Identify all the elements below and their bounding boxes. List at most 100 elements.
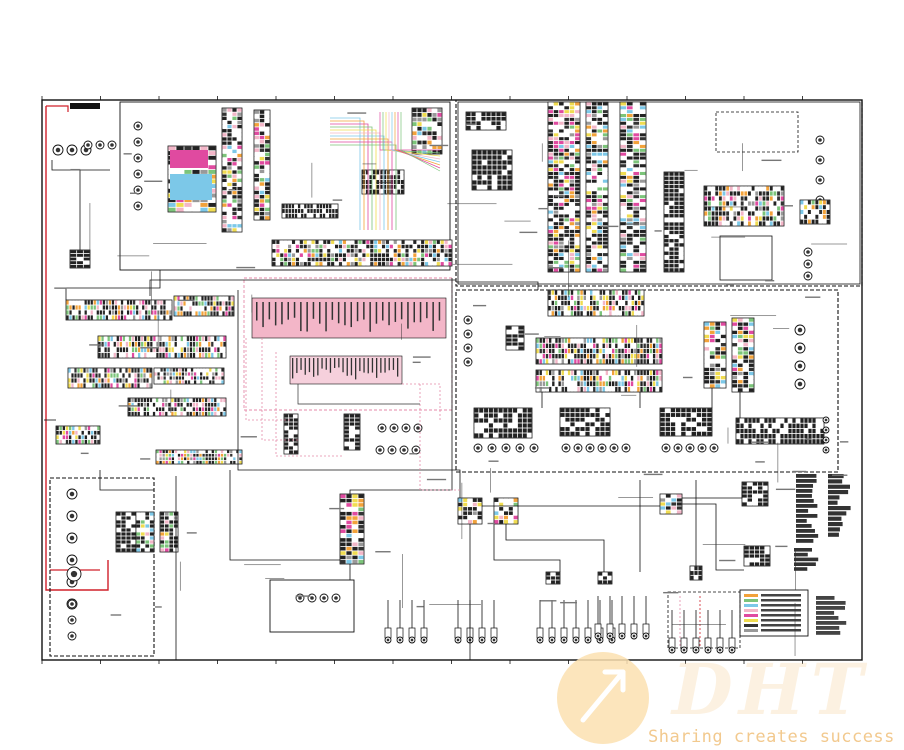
pin <box>709 343 715 347</box>
pin <box>796 418 800 423</box>
pin <box>553 106 559 110</box>
pin <box>559 187 564 191</box>
pin <box>56 426 59 431</box>
pin <box>372 175 376 180</box>
pin <box>69 305 72 310</box>
pin <box>569 148 575 152</box>
pin <box>355 438 360 442</box>
pin <box>815 200 819 205</box>
pin <box>740 206 744 211</box>
pin <box>815 219 819 224</box>
pin <box>676 506 682 510</box>
pin <box>497 185 502 190</box>
pin <box>355 446 360 450</box>
pin <box>620 256 627 261</box>
pin <box>599 354 602 359</box>
pin <box>133 310 136 315</box>
pin <box>205 341 208 347</box>
pin <box>307 262 311 266</box>
pin <box>772 434 776 439</box>
pin <box>493 418 498 423</box>
sensor <box>584 627 592 639</box>
connector-block <box>67 367 153 389</box>
pin <box>570 300 574 306</box>
pin <box>580 427 585 431</box>
pin <box>633 191 640 195</box>
component-symbol <box>818 178 822 182</box>
pin <box>117 300 121 305</box>
pin <box>174 336 177 342</box>
pin <box>561 338 564 343</box>
pin <box>232 186 237 191</box>
pin <box>618 386 621 392</box>
pin <box>649 381 653 387</box>
pin <box>737 330 743 335</box>
pin <box>130 310 133 315</box>
pin-label <box>376 358 378 378</box>
pin <box>558 306 561 311</box>
pin <box>198 306 201 311</box>
pin <box>553 218 559 222</box>
pin <box>620 156 627 160</box>
pin <box>474 413 479 418</box>
pin <box>218 376 221 380</box>
pin <box>634 386 637 392</box>
pin <box>649 386 653 392</box>
pin <box>743 363 749 367</box>
pin <box>612 348 615 354</box>
pin <box>591 256 597 261</box>
sensor <box>560 627 568 639</box>
pin <box>506 342 512 346</box>
pin <box>580 381 583 387</box>
pin <box>633 179 640 183</box>
pin <box>180 457 184 461</box>
pin <box>153 336 156 342</box>
pin <box>626 195 633 199</box>
pin <box>374 249 378 253</box>
pin <box>586 264 592 268</box>
component-symbol <box>718 648 722 652</box>
pin <box>119 378 122 383</box>
pin <box>580 386 583 392</box>
pin <box>92 373 95 378</box>
pin <box>564 110 569 114</box>
pin <box>704 201 708 206</box>
pin <box>737 347 743 351</box>
pin <box>542 375 546 381</box>
pin <box>744 558 749 562</box>
pin <box>169 512 174 516</box>
pin <box>559 214 564 218</box>
pin <box>633 214 640 218</box>
pin <box>152 398 156 403</box>
pin <box>265 118 270 123</box>
pin <box>405 257 409 262</box>
pin <box>138 336 141 342</box>
pin <box>676 427 681 431</box>
pin <box>586 117 592 121</box>
sensor <box>680 637 688 649</box>
pin <box>284 257 288 262</box>
pin <box>181 372 185 376</box>
pin <box>297 204 301 209</box>
pin <box>571 338 574 343</box>
pin <box>513 418 518 423</box>
pin <box>159 341 162 347</box>
pin <box>732 351 738 355</box>
connector-block <box>221 107 243 233</box>
pin <box>487 165 492 170</box>
pin <box>196 460 199 464</box>
pin <box>301 204 304 209</box>
pin <box>586 137 592 141</box>
pin <box>491 121 496 126</box>
pin <box>748 384 754 388</box>
pin <box>237 207 242 211</box>
pin <box>766 201 770 206</box>
connector-block <box>703 321 727 389</box>
caption-mark <box>412 361 421 364</box>
pin <box>477 507 482 511</box>
pin-label <box>313 358 315 377</box>
pin <box>437 108 442 113</box>
pin <box>254 144 259 148</box>
pin <box>643 338 646 343</box>
pin <box>575 210 580 214</box>
